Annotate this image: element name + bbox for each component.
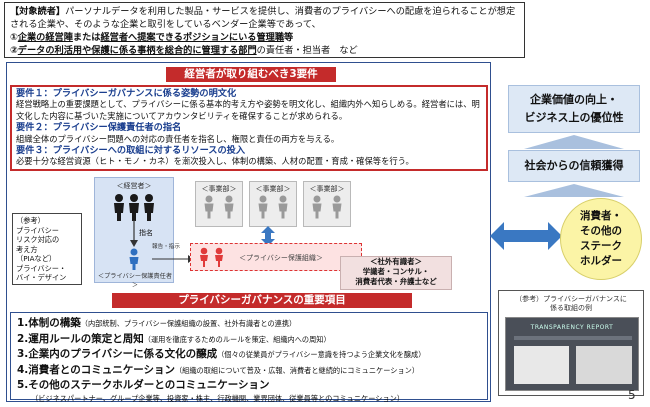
requirements-box: 要件１：プライバシーガバナンスに係る姿勢の明文化 経営戦略上の重要課題として、プ… (10, 85, 488, 171)
corporate-value-box: 企業価値の向上・ ビジネス上の優位性 (508, 85, 640, 133)
up-arrow-1 (524, 135, 624, 149)
governance-header: プライバシーガバナンスの重要項目 (112, 293, 412, 308)
thumb-bar (514, 336, 632, 340)
req2-text: 組織全体のプライバシー問題への対応の責任者を指名し、権限と責任の両方を与える。 (16, 133, 340, 144)
reader-item-2: ②データの利活用や保護に係る事柄を総合的に管理する部門の責任者・担当者 など (10, 45, 358, 56)
target-reader-box: 【対象読者】パーソナルデータを利用した製品・サービスを提供し、消費者のプライバシ… (4, 2, 525, 58)
reader-line-2: される企業や、そのような企業と取引をしているベンダー企業等であって、 (10, 19, 321, 30)
example-thumbnail: TRANSPARENCY REPORT (505, 317, 639, 391)
requirements-header: 経営者が取り組むべき3要件 (166, 67, 336, 82)
department-people-icon (312, 195, 342, 219)
req1-text: 経営戦略上の重要課題として、プライバシーに係る基本的考え方や姿勢を明文化し、組織… (16, 99, 480, 121)
department-box-2: ＜事業部＞ (249, 181, 297, 227)
up-arrow-2 (524, 184, 624, 197)
example-box: （参考）プライバシーガバナンスに 係る取組の例 TRANSPARENCY REP… (498, 290, 644, 396)
req3-title: 要件３：プライバシーへの取組に対するリソースの投入 (16, 145, 246, 157)
report-arrow (152, 255, 194, 263)
governance-item-5-sub: （ビジネスパートナー、グループ企業等、投資家・株主、行政機関、業界団体、従業員等… (31, 393, 405, 403)
governance-item: 2.運用ルールの策定と周知（運用を徹底するためのルールを策定、組織内への周知） (17, 332, 331, 345)
governance-item: 1.体制の構築（内部統制、プライバシー保護組織の設置、社外有識者との連携） (17, 317, 297, 329)
req1-title: 要件１：プライバシーガバナンスに係る姿勢の明文化 (16, 88, 237, 99)
officer-person-icon (129, 248, 139, 270)
officer-label: ＜プライバシー保護責任者＞ (97, 273, 173, 289)
social-trust-box: 社会からの信頼獲得 (508, 150, 640, 182)
page-number: 5 (628, 388, 636, 402)
req3-text: 必要十分な経営資源（ヒト・モノ・カネ）を漸次投入し、体制の構築、人材の配置・育成… (16, 156, 414, 167)
executive-box: ＜経営者＞ 指名 ＜プライバシー保護責任者＞ (94, 177, 174, 289)
executive-label: ＜経営者＞ (116, 182, 152, 190)
appoint-label: 指名 (139, 229, 153, 237)
pg-people-icon (200, 247, 223, 267)
reference-box: （参考） プライバシー リスク対応の 考え方 （PIAなど） プライバシー・ バ… (12, 213, 82, 285)
privacy-organization-box: ＜プライバシー保護組織＞ (190, 243, 362, 271)
governance-items-box: 1.体制の構築（内部統制、プライバシー保護組織の設置、社外有識者との連携） 2.… (10, 312, 488, 403)
pg-org-label: ＜プライバシー保護組織＞ (239, 254, 323, 262)
executive-people-icon (114, 194, 154, 221)
example-caption: （参考）プライバシーガバナンスに 係る取組の例 (515, 295, 627, 312)
main-frame (6, 62, 491, 402)
reader-item-1: ①企業の経営陣または経営者へ提案できるポジションにいる管理職等 (10, 32, 294, 43)
department-people-icon (204, 195, 234, 219)
department-box-1: ＜事業部＞ (195, 181, 243, 227)
stakeholders-circle: 消費者・ その他の ステーク ホルダー (560, 198, 642, 280)
thumb-panel-left (514, 346, 569, 384)
external-experts-box: ＜社外有識者＞ 学識者・コンサル・ 消費者代表・弁護士など (340, 256, 452, 290)
updown-arrow-icon (261, 226, 275, 246)
reader-line-1: 【対象読者】パーソナルデータを利用した製品・サービスを提供し、消費者のプライバシ… (10, 6, 516, 17)
department-box-3: ＜事業部＞ (303, 181, 351, 227)
bidirectional-arrow-icon (490, 222, 562, 250)
report-label: 報告・指示 (152, 244, 180, 250)
governance-item: 5.その他のステークホルダーとのコミュニケーション (17, 379, 270, 391)
governance-item: 3.企業内のプライバシーに係る文化の醸成（個々の従業員がプライバシー意識を持つよ… (17, 348, 426, 360)
appoint-arrow (130, 220, 138, 247)
req2-title: 要件２：プライバシー保護責任者の指名 (16, 122, 182, 134)
thumb-panel-right (576, 346, 632, 384)
department-people-icon (258, 195, 288, 219)
governance-item: 4.消費者とのコミュニケーション（組織の取組について普及・広報、消費者と継続的に… (17, 363, 420, 376)
